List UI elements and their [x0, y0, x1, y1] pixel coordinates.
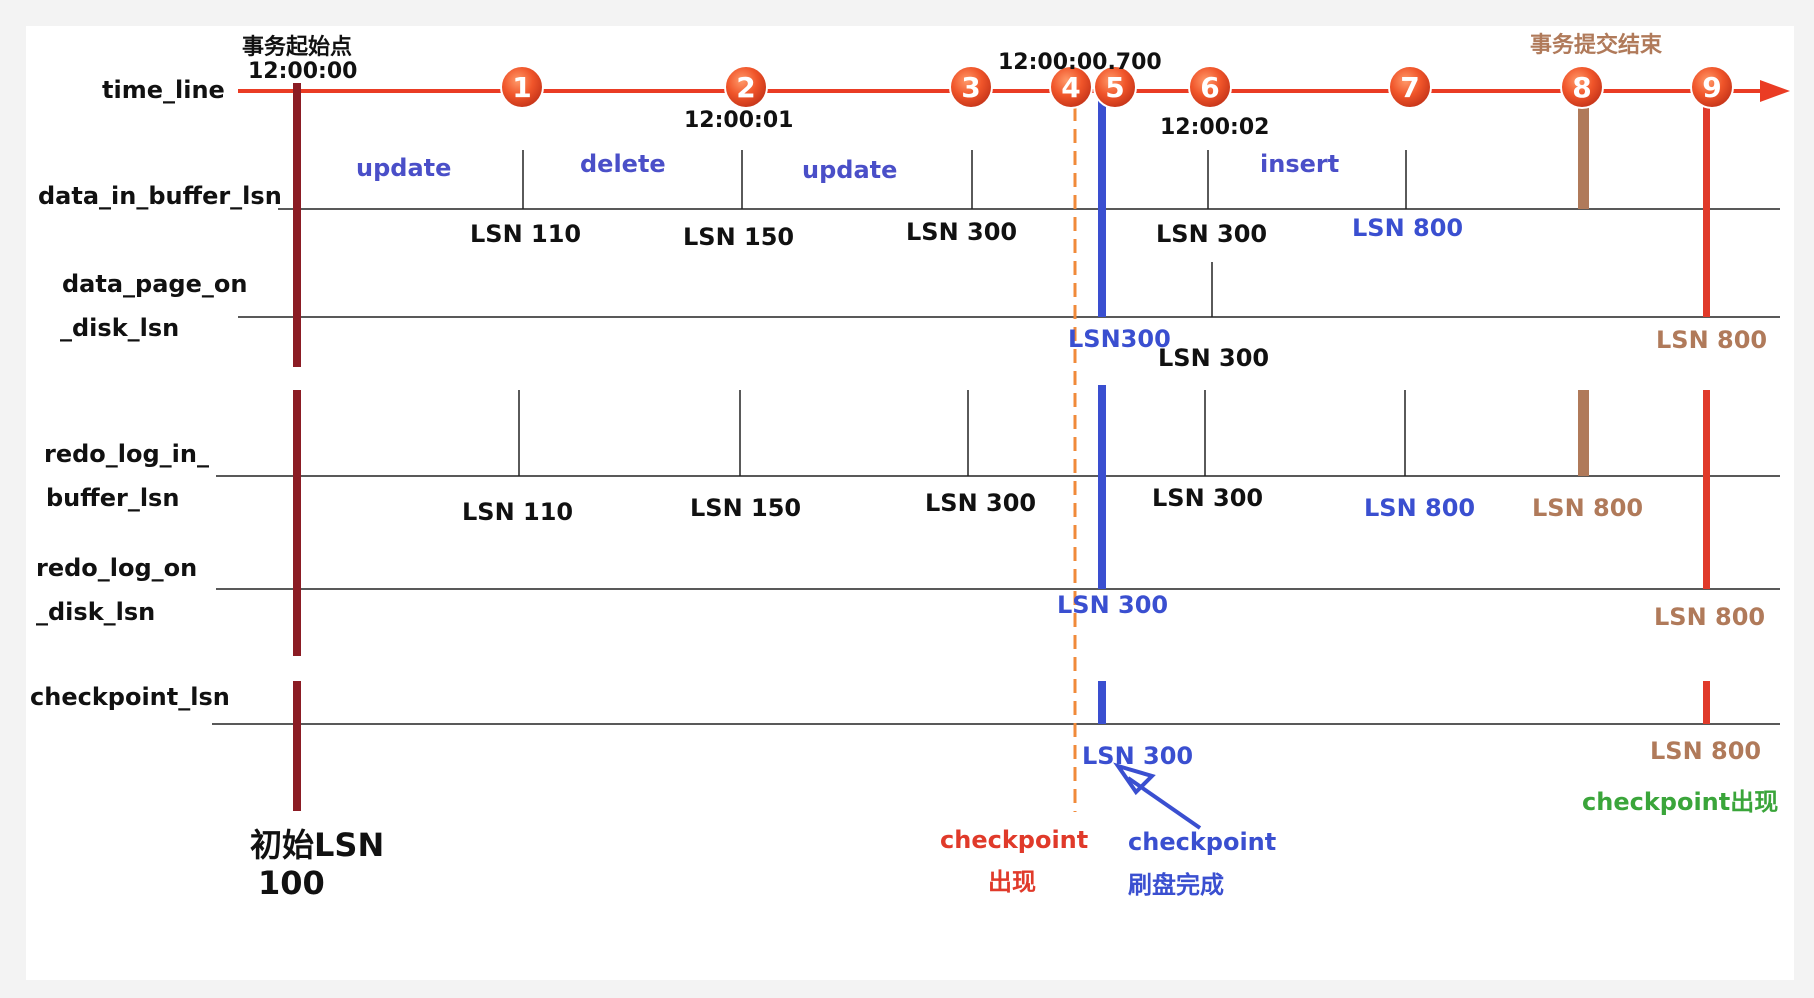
marker-circle [1093, 65, 1137, 109]
redo-buffer-lsn-150: LSN 150 [690, 494, 801, 522]
time-12-00-00-700: 12:00:00.700 [998, 50, 1162, 75]
marker-number: 5 [1105, 71, 1124, 104]
marker-4: 4 [1049, 65, 1093, 109]
redo-disk-lsn-800: LSN 800 [1654, 603, 1765, 631]
row-label-redo-log-on-disk-1: redo_log_on [36, 554, 197, 582]
red-bar-checkpoint [1703, 681, 1710, 724]
marker-number: 7 [1400, 71, 1419, 104]
flush-arrow-head [1113, 762, 1156, 796]
checkpoint-appear-right: checkpoint出现 [1582, 788, 1778, 816]
marker-1: 1 [500, 65, 544, 109]
marker-number: 1 [512, 71, 531, 104]
marker-number: 9 [1702, 71, 1721, 104]
buffer-lsn-800: LSN 800 [1352, 214, 1463, 242]
row-label-data-page-on-disk-1: data_page_on [62, 270, 247, 298]
row-label-data-in-buffer-lsn: data_in_buffer_lsn [38, 182, 282, 210]
marker-3: 3 [949, 65, 993, 109]
marker-8: 8 [1560, 65, 1604, 109]
brown-bar-redo-buffer [1578, 390, 1589, 476]
marker-circle [1690, 65, 1734, 109]
disk-page-lsn-800: LSN 800 [1656, 326, 1767, 354]
buffer-lsn-150: LSN 150 [683, 223, 794, 251]
checkpoint-lsn-300: LSN 300 [1082, 742, 1193, 770]
op-update-2: update [802, 156, 897, 184]
op-insert: insert [1260, 150, 1339, 178]
redo-buffer-lsn-800-blue: LSN 800 [1364, 494, 1475, 522]
checkpoint-appear-cn: 出现 [988, 868, 1036, 896]
marker-circle [724, 65, 768, 109]
red-bar-redo-disk [1703, 390, 1710, 589]
blue-bar-checkpoint [1098, 681, 1106, 724]
blue-bar-redo [1098, 385, 1106, 589]
start-caption: 事务起始点 [242, 34, 352, 60]
redo-buffer-lsn-110: LSN 110 [462, 498, 573, 526]
checkpoint-flush-label: checkpoint [1128, 828, 1276, 856]
marker-number: 6 [1200, 71, 1219, 104]
row-label-redo-log-in-buffer-2: buffer_lsn [46, 484, 179, 512]
initial-bar-middle [293, 390, 301, 656]
checkpoint-lsn-800: LSN 800 [1650, 737, 1761, 765]
redo-buffer-lsn-300-b: LSN 300 [1152, 484, 1263, 512]
disk-page-lsn-300-black: LSN 300 [1158, 344, 1269, 372]
marker-circle [1388, 65, 1432, 109]
marker-6: 6 [1188, 65, 1232, 109]
row-label-checkpoint-lsn: checkpoint_lsn [30, 683, 230, 711]
initial-lsn-caption: 初始LSN [250, 826, 384, 864]
checkpoint-flush-cn: 刷盘完成 [1128, 871, 1224, 899]
marker-circle [500, 65, 544, 109]
brown-bar-buffer [1578, 100, 1589, 209]
marker-5: 5 [1093, 65, 1137, 109]
marker-number: 3 [961, 71, 980, 104]
op-update-1: update [356, 154, 451, 182]
marker-9: 9 [1690, 65, 1734, 109]
row-label-redo-log-in-buffer-1: redo_log_in_ [44, 440, 209, 468]
row-label-time-line: time_line [102, 76, 225, 104]
marker-number: 2 [736, 71, 755, 104]
redo-disk-lsn-300: LSN 300 [1057, 591, 1168, 619]
checkpoint-appear-label: checkpoint [940, 826, 1088, 854]
op-delete: delete [580, 150, 666, 178]
initial-bar-bottom [293, 681, 301, 811]
marker-circle [949, 65, 993, 109]
marker-circle [1188, 65, 1232, 109]
initial-lsn-value: 100 [258, 864, 325, 902]
time-line-arrow [1760, 80, 1790, 102]
time-12-00-01: 12:00:01 [684, 108, 793, 133]
redo-buffer-lsn-300: LSN 300 [925, 489, 1036, 517]
diagram-panel [26, 26, 1794, 980]
marker-2: 2 [724, 65, 768, 109]
buffer-lsn-300: LSN 300 [906, 218, 1017, 246]
marker-circle [1049, 65, 1093, 109]
marker-number: 4 [1061, 71, 1080, 104]
marker-number: 8 [1572, 71, 1591, 104]
commit-caption: 事务提交结束 [1530, 32, 1663, 58]
redo-buffer-lsn-800-brown: LSN 800 [1532, 494, 1643, 522]
blue-bar-disk [1098, 95, 1106, 317]
buffer-lsn-110: LSN 110 [470, 220, 581, 248]
time-12-00-02: 12:00:02 [1160, 115, 1269, 140]
red-bar-disk [1703, 100, 1710, 317]
row-label-data-page-on-disk-2: _disk_lsn [60, 314, 179, 342]
start-time: 12:00:00 [248, 59, 357, 84]
marker-7: 7 [1388, 65, 1432, 109]
initial-bar-top [293, 83, 301, 367]
disk-page-lsn-300-blue: LSN300 [1068, 325, 1171, 353]
row-label-redo-log-on-disk-2: _disk_lsn [36, 598, 155, 626]
marker-circle [1560, 65, 1604, 109]
buffer-lsn-300-b: LSN 300 [1156, 220, 1267, 248]
